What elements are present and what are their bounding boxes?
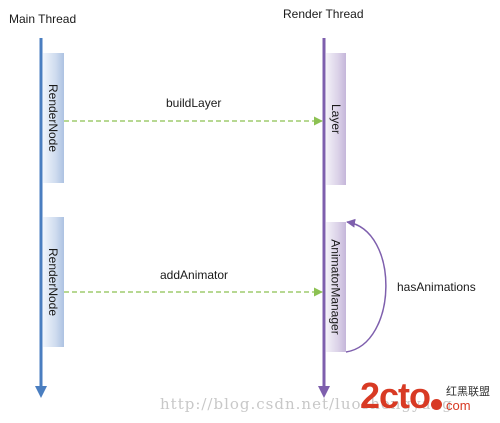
has-animations-label: hasAnimations xyxy=(397,280,476,294)
site-logo: 2cto 红黑联盟 com xyxy=(360,376,490,416)
render-node-box-2: RenderNode xyxy=(43,217,64,347)
watermark-url: http://blog.csdn.net/luoshengyang xyxy=(160,395,453,413)
animator-manager-box: AnimatorManager xyxy=(326,222,346,352)
render-thread-title: Render Thread xyxy=(283,7,364,21)
render-node-label-2: RenderNode xyxy=(46,247,61,317)
logo-dot-icon xyxy=(431,399,443,410)
logo-text: 2cto xyxy=(360,375,431,416)
layer-box: Layer xyxy=(326,53,346,185)
main-thread-title: Main Thread xyxy=(9,12,77,26)
logo-side: 红黑联盟 com xyxy=(446,386,490,412)
render-node-label-1: RenderNode xyxy=(46,83,61,153)
render-node-box-1: RenderNode xyxy=(43,53,64,183)
logo-cn-text: 红黑联盟 xyxy=(446,386,491,398)
logo-com-text: com xyxy=(446,398,471,413)
add-animator-label: addAnimator xyxy=(160,268,229,282)
build-layer-label: buildLayer xyxy=(166,96,222,110)
animator-manager-label: AnimatorManager xyxy=(329,239,344,335)
layer-label: Layer xyxy=(329,103,343,135)
has-animations-arrow xyxy=(345,218,387,353)
